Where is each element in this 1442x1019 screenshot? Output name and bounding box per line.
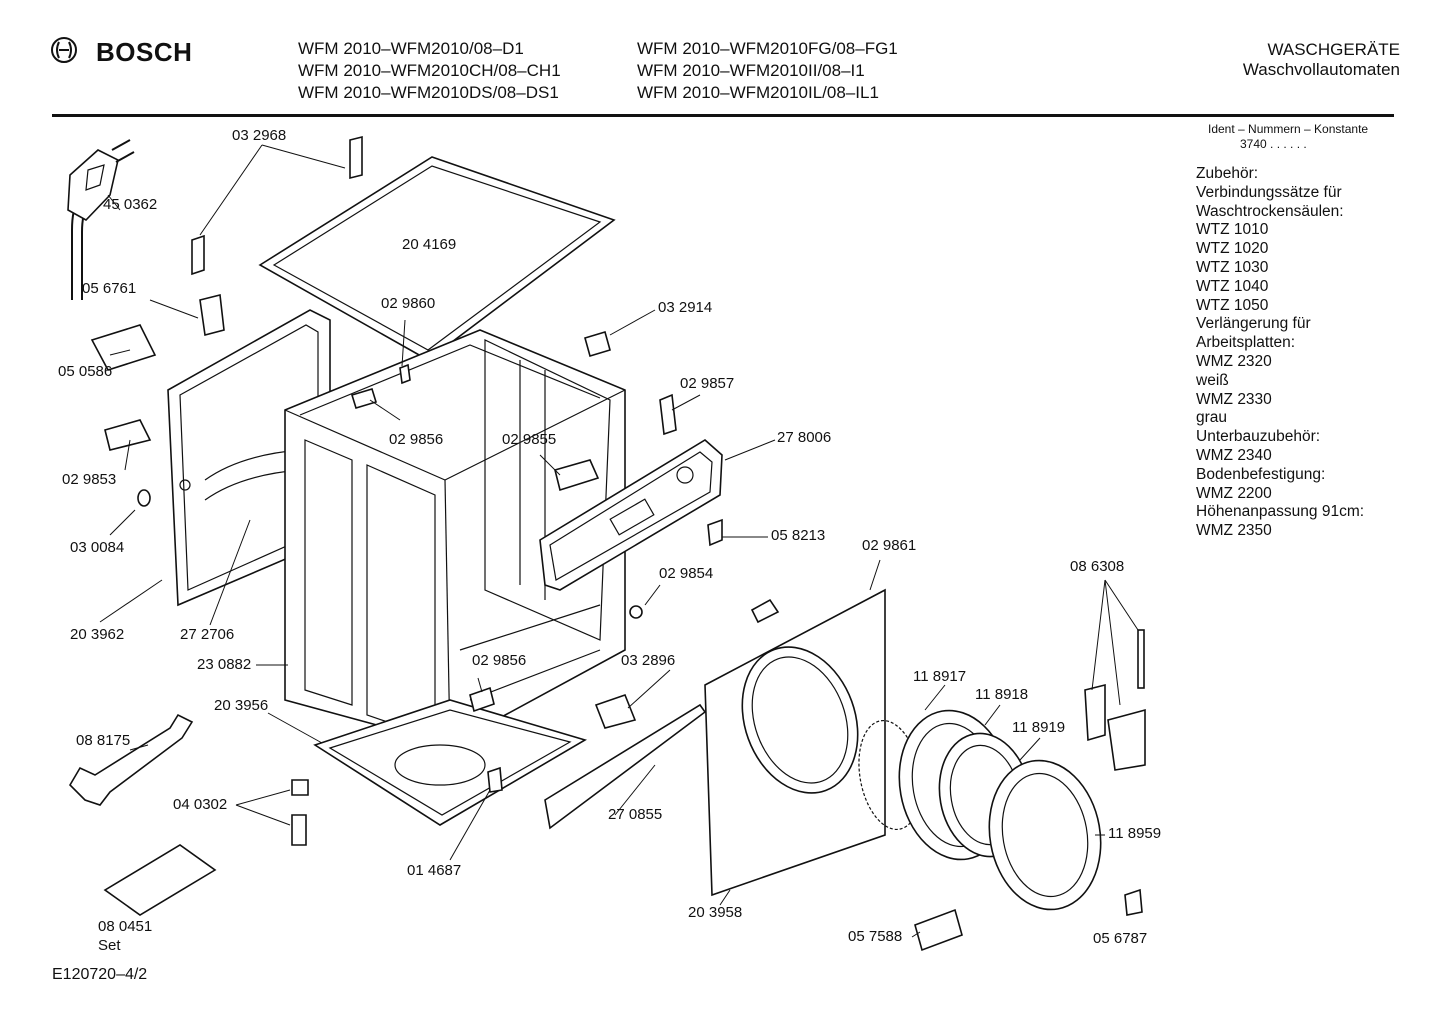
ident-label: Ident – Nummern – Konstante: [1208, 122, 1369, 136]
accessory-line: grau: [1196, 409, 1228, 427]
model-line: WFM 2010–WFM2010/08–D1: [298, 39, 524, 58]
part-label: 02 9854: [659, 565, 714, 582]
part-label: 08 6308: [1070, 558, 1125, 575]
accessory-line: Waschtrockensäulen:: [1196, 202, 1344, 220]
model-line: WFM 2010–WFM2010IL/08–IL1: [637, 83, 879, 102]
part-label: 20 4169: [402, 236, 457, 253]
part-label: 03 0084: [70, 539, 125, 556]
control-panel-part: [539, 439, 723, 591]
small-parts: [90, 135, 1143, 952]
part-label: 11 8917: [913, 668, 967, 685]
accessory-line: WMZ 2320: [1196, 352, 1272, 370]
accessory-line: WMZ 2200: [1196, 484, 1272, 502]
part-label: 05 7588: [848, 928, 903, 945]
leader-lines: [99, 144, 1139, 938]
model-list-col2: WFM 2010–WFM2010FG/08–FG1 WFM 2010–WFM20…: [637, 38, 898, 104]
base-plate-part: [313, 699, 587, 826]
part-label: 05 6787: [1093, 930, 1148, 947]
part-label: 11 8919: [1012, 719, 1066, 736]
accessory-line: WTZ 1050: [1196, 296, 1269, 314]
power-plug-part: [67, 139, 135, 300]
category-subtitle: Waschvollautomaten: [1242, 60, 1400, 79]
part-label: 27 2706: [180, 626, 235, 643]
accessory-line: weiß: [1196, 371, 1229, 389]
accessory-line: Arbeitsplatten:: [1196, 334, 1296, 352]
accessory-line: WMZ 2330: [1196, 390, 1272, 408]
model-list-col1: WFM 2010–WFM2010/08–D1 WFM 2010–WFM2010C…: [298, 38, 561, 104]
accessory-line: Zubehör:: [1196, 165, 1259, 182]
model-line: WFM 2010–WFM2010CH/08–CH1: [298, 61, 561, 80]
part-label: 03 2968: [232, 127, 287, 144]
hinge-part: [1084, 629, 1146, 771]
accessory-line: Verbindungssätze für: [1196, 183, 1342, 201]
part-label: 20 3958: [688, 904, 743, 921]
model-line: WFM 2010–WFM2010DS/08–DS1: [298, 83, 559, 102]
top-cover-part: [258, 156, 616, 361]
part-label: 45 0362: [103, 196, 158, 213]
cabinet-frame-part: [284, 329, 626, 753]
part-label: 02 9856: [389, 431, 444, 448]
part-label: 02 9856: [472, 652, 527, 669]
header-divider: [52, 114, 1394, 117]
drawing-id: E120720–4/2: [52, 966, 148, 983]
accessory-line: WMZ 2350: [1196, 522, 1272, 540]
part-label: 27 0855: [608, 806, 663, 823]
part-label: 01 4687: [407, 862, 462, 879]
door-assembly-part: [858, 709, 1102, 911]
part-label: 02 9861: [862, 537, 917, 554]
part-label: 02 9855: [502, 431, 557, 448]
part-label: 05 6761: [82, 280, 137, 297]
accessory-line: Verlängerung für: [1196, 315, 1311, 333]
accessory-line: WMZ 2340: [1196, 446, 1272, 464]
part-label: 20 3962: [70, 626, 125, 643]
part-label: 03 2914: [658, 299, 713, 316]
part-label: 11 8959: [1108, 825, 1162, 842]
accessory-line: WTZ 1030: [1196, 258, 1269, 276]
part-label: 23 0882: [197, 656, 252, 673]
accessory-line: WTZ 1010: [1196, 221, 1269, 239]
front-panel-part: [704, 588, 886, 897]
accessory-line: Unterbauzubehör:: [1196, 428, 1321, 446]
accessory-line: Höhenanpassung 91cm:: [1196, 503, 1365, 521]
part-label: 05 0586: [58, 363, 113, 380]
ident-value: 3740 . . . . . .: [1240, 137, 1307, 151]
model-line: WFM 2010–WFM2010FG/08–FG1: [637, 39, 898, 58]
accessories-list: Zubehör: Verbindungssätze für Waschtrock…: [1196, 165, 1364, 541]
ident-block: Ident – Nummern – Konstante 3740 . . . .…: [1208, 122, 1368, 152]
part-label: 04 0302: [173, 796, 228, 813]
part-label: 11 8918: [975, 686, 1029, 703]
part-label: 02 9860: [381, 295, 436, 312]
strip-part: [544, 703, 707, 830]
brand-name: BOSCH: [96, 37, 193, 67]
category-title: WASCHGERÄTE: [1267, 40, 1400, 59]
part-label: 03 2896: [621, 652, 676, 669]
model-line: WFM 2010–WFM2010II/08–I1: [637, 61, 865, 80]
part-label: 20 3956: [214, 697, 269, 714]
accessory-line: WTZ 1020: [1196, 240, 1269, 258]
part-label: Set: [98, 937, 121, 954]
part-label: 05 8213: [771, 527, 826, 544]
accessory-line: WTZ 1040: [1196, 277, 1269, 295]
accessory-line: Bodenbefestigung:: [1196, 465, 1326, 483]
part-label: 02 9857: [680, 375, 735, 392]
bosch-logo-icon: [50, 36, 78, 69]
category-block: WASCHGERÄTE Waschvollautomaten: [1243, 40, 1400, 80]
part-label: 08 0451: [98, 918, 153, 935]
part-label: 27 8006: [777, 429, 832, 446]
wrench-part: [68, 713, 194, 806]
part-label: 08 8175: [76, 732, 131, 749]
brand-block: BOSCH: [50, 36, 192, 69]
part-label: 02 9853: [62, 471, 117, 488]
